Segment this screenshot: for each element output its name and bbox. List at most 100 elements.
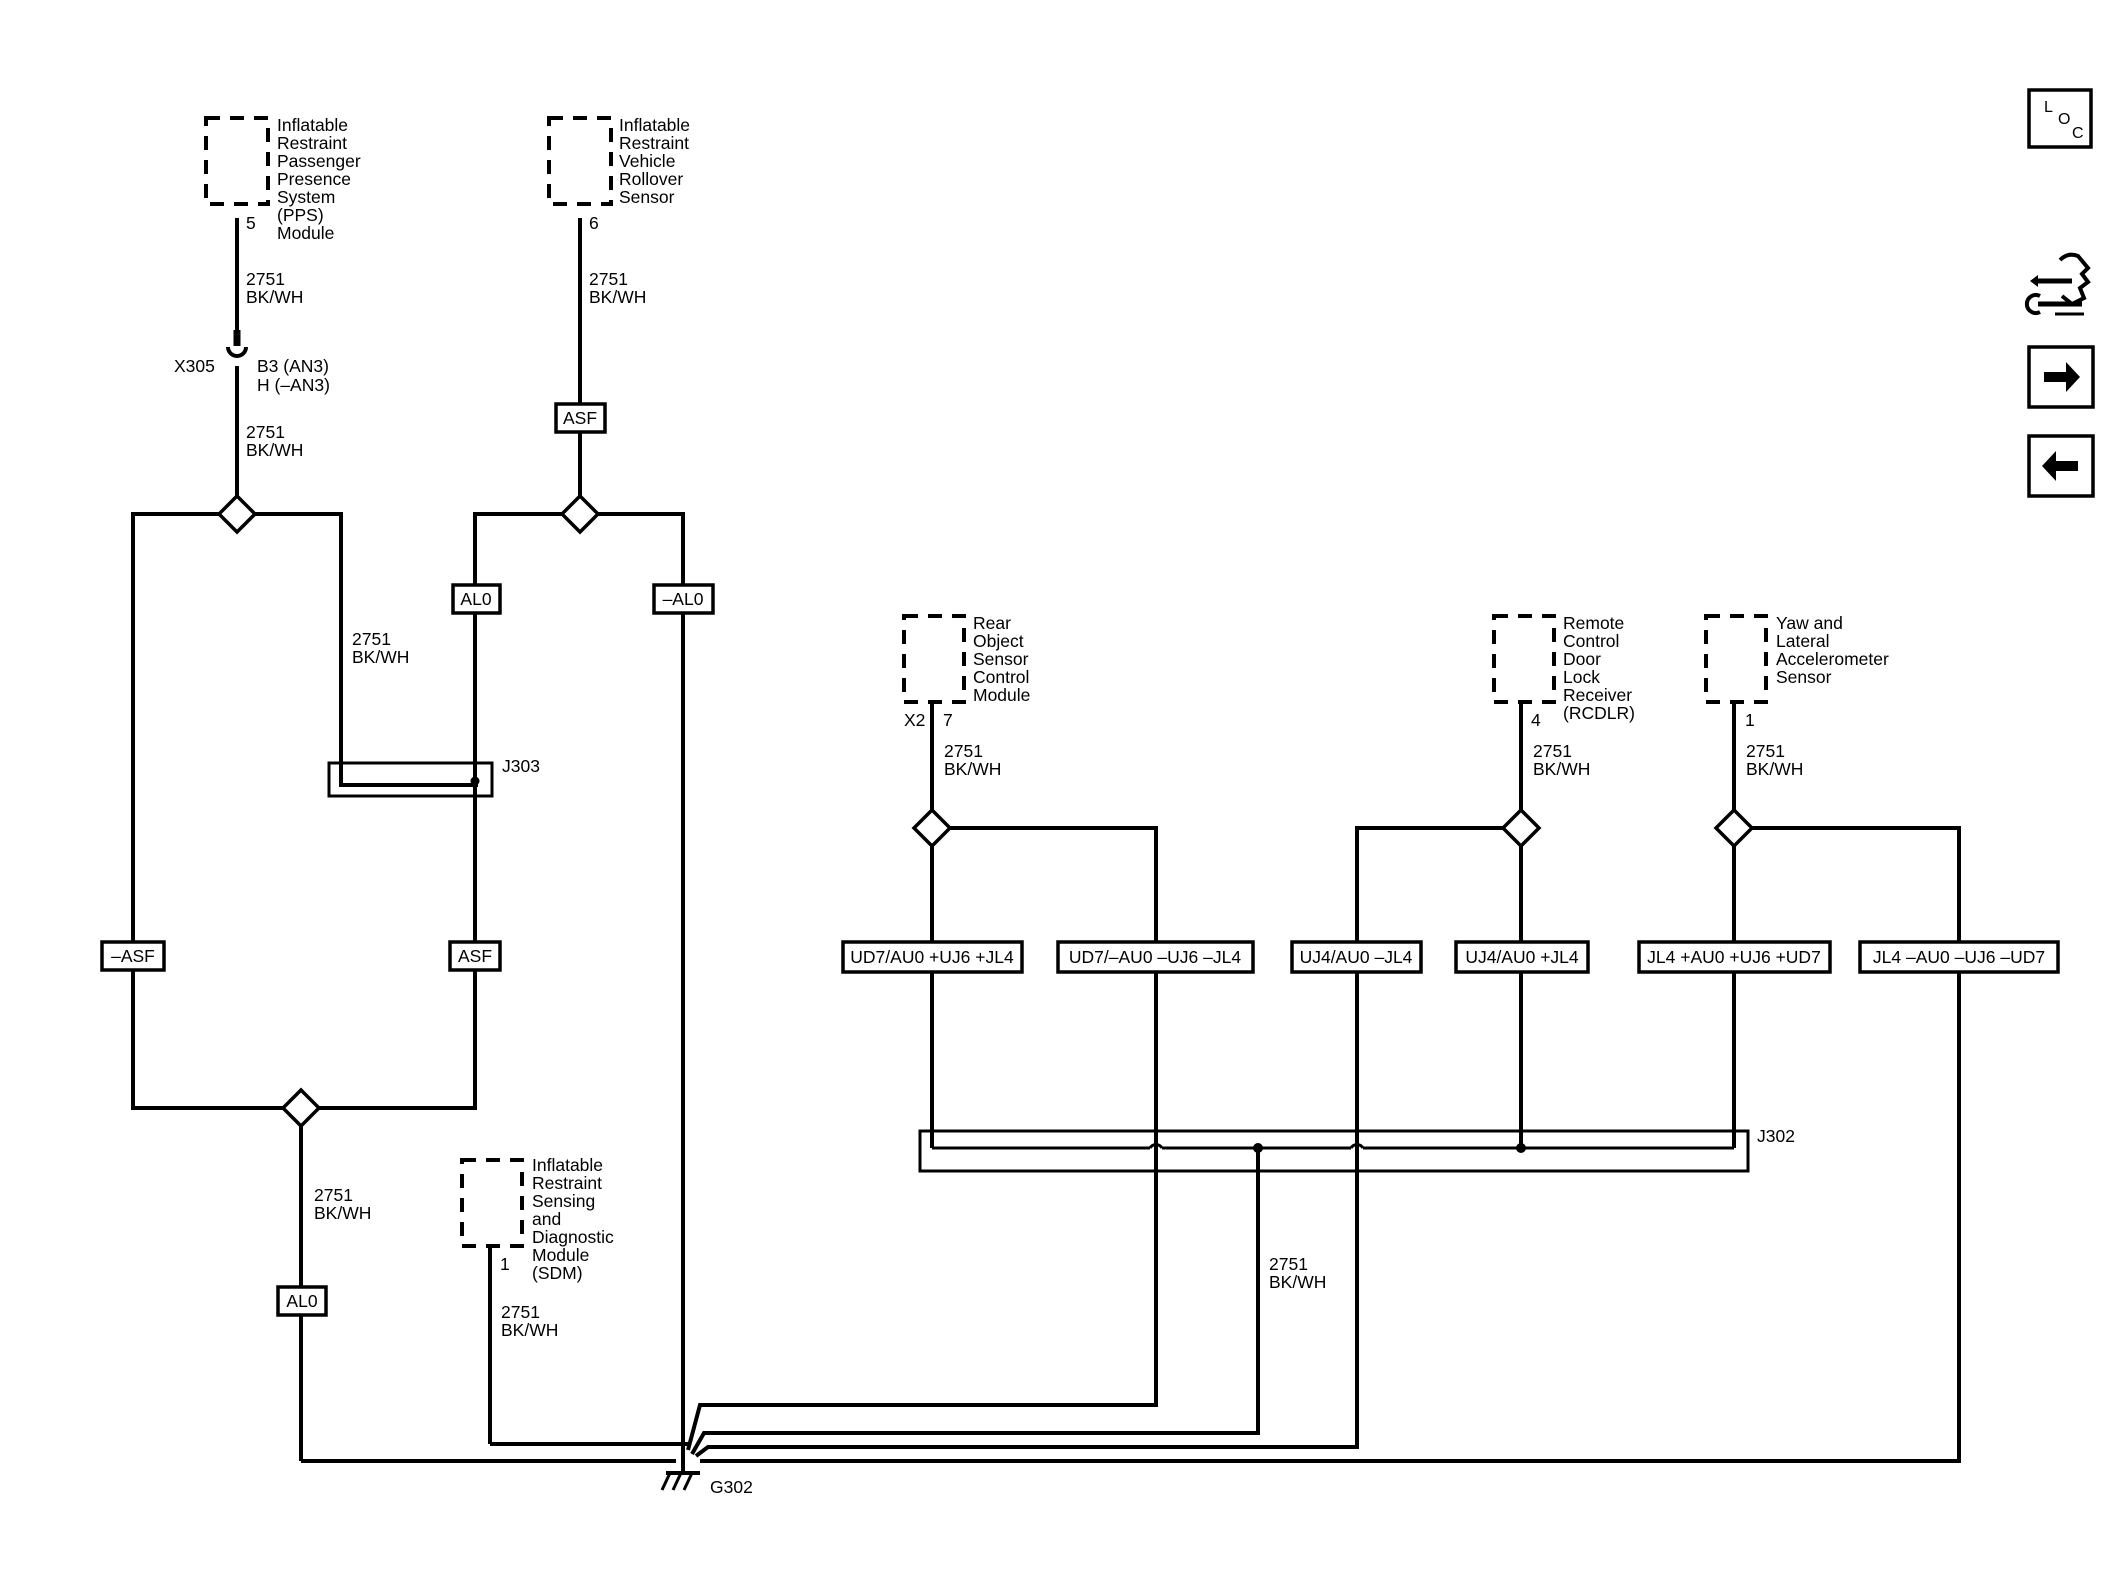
svg-text:Diagnostic: Diagnostic (532, 1227, 614, 1247)
wires (131, 218, 1961, 1470)
svg-text:BK/WH: BK/WH (246, 287, 303, 307)
svg-text:Rollover: Rollover (619, 169, 683, 189)
svg-text:2751: 2751 (246, 422, 285, 442)
svg-text:Inflatable: Inflatable (532, 1155, 603, 1175)
next-page-arrow-icon[interactable] (2027, 345, 2095, 409)
svg-text:Module: Module (973, 685, 1030, 705)
svg-text:(PPS): (PPS) (277, 205, 324, 225)
diamond-rear-object (911, 807, 953, 849)
option-ud7-neg-au0: UD7/–AU0 –UJ6 –JL4 (1069, 947, 1241, 967)
option-ud7-au0-uj6-jl4: UD7/AU0 +UJ6 +JL4 (850, 947, 1014, 967)
splice-j303-label: J303 (502, 756, 540, 776)
option-asf-top: ASF (563, 408, 597, 428)
svg-text:Lock: Lock (1563, 667, 1600, 687)
diamond-yaw (1713, 807, 1755, 849)
svg-text:BK/WH: BK/WH (1269, 1272, 1326, 1292)
svg-text:O: O (2058, 111, 2070, 128)
svg-text:BK/WH: BK/WH (246, 440, 303, 460)
svg-text:2751: 2751 (1533, 741, 1572, 761)
x305-pin-a: B3 (AN3) (257, 356, 329, 376)
svg-text:BK/WH: BK/WH (589, 287, 646, 307)
option-al0-right: –AL0 (663, 589, 704, 609)
option-al0-left: AL0 (460, 589, 491, 609)
splice-j302-label: J302 (1757, 1126, 1795, 1146)
svg-text:Lateral: Lateral (1776, 631, 1830, 651)
diamond-rollover (559, 493, 601, 535)
splice-j303: J303 (327, 756, 540, 798)
loc-icon[interactable]: L O C (2027, 88, 2093, 149)
svg-text:Module: Module (277, 223, 334, 243)
x305-pin-b: H (–AN3) (257, 375, 330, 395)
option-jl4-neg-au0: JL4 –AU0 –UJ6 –UD7 (1873, 947, 2045, 967)
svg-text:2751: 2751 (352, 629, 391, 649)
svg-text:Inflatable: Inflatable (277, 115, 348, 135)
svg-text:Control: Control (1563, 631, 1619, 651)
component-rollover-sensor: Inflatable Restraint Vehicle Rollover Se… (547, 115, 690, 233)
svg-text:Restraint: Restraint (619, 133, 689, 153)
option-jl4-au0-uj6-ud7: JL4 +AU0 +UJ6 +UD7 (1647, 947, 1821, 967)
option-uj4-au0-jl4: UJ4/AU0 +JL4 (1465, 947, 1579, 967)
svg-text:2751: 2751 (246, 269, 285, 289)
svg-text:(RCDLR): (RCDLR) (1563, 703, 1635, 723)
svg-text:Rear: Rear (973, 613, 1011, 633)
svg-text:Module: Module (532, 1245, 589, 1265)
svg-text:(SDM): (SDM) (532, 1263, 583, 1283)
svg-text:Door: Door (1563, 649, 1601, 669)
diamond-lower (280, 1087, 322, 1129)
rcdlr-pin: 4 (1531, 710, 1541, 730)
component-yaw-sensor: Yaw and Lateral Accelerometer Sensor 1 (1704, 613, 1889, 730)
component-view-icon[interactable] (2024, 252, 2091, 316)
splice-diamonds (216, 493, 1755, 1129)
x305-label: X305 (174, 356, 215, 376)
diamond-rcdlr (1500, 807, 1542, 849)
svg-text:Presence: Presence (277, 169, 351, 189)
svg-text:Restraint: Restraint (532, 1173, 602, 1193)
svg-text:BK/WH: BK/WH (1746, 759, 1803, 779)
diamond-pps (216, 493, 258, 535)
svg-text:BK/WH: BK/WH (501, 1320, 558, 1340)
svg-text:2751: 2751 (1746, 741, 1785, 761)
svg-text:Accelerometer: Accelerometer (1776, 649, 1889, 669)
component-sdm: Inflatable Restraint Sensing and Diagnos… (460, 1155, 614, 1283)
rollover-pin: 6 (589, 213, 599, 233)
option-asf-pos: ASF (458, 946, 492, 966)
inline-connector-x305: X305 B3 (AN3) H (–AN3) (174, 330, 330, 395)
yaw-pin: 1 (1745, 710, 1755, 730)
component-rcdlr: Remote Control Door Lock Receiver (RCDLR… (1492, 613, 1635, 730)
svg-text:Inflatable: Inflatable (619, 115, 690, 135)
svg-text:Yaw and: Yaw and (1776, 613, 1843, 633)
component-pps: Inflatable Restraint Passenger Presence … (204, 115, 361, 243)
svg-text:2751: 2751 (501, 1302, 540, 1322)
svg-text:BK/WH: BK/WH (944, 759, 1001, 779)
splice-j302: J302 (918, 1126, 1795, 1173)
svg-text:BK/WH: BK/WH (1533, 759, 1590, 779)
svg-text:Object: Object (973, 631, 1024, 651)
pps-pin: 5 (246, 213, 256, 233)
ground-g302: G302 (660, 1462, 753, 1497)
rear-object-pin: 7 (943, 710, 953, 730)
svg-text:Vehicle: Vehicle (619, 151, 675, 171)
svg-text:2751: 2751 (944, 741, 983, 761)
svg-text:BK/WH: BK/WH (314, 1203, 371, 1223)
svg-text:2751: 2751 (1269, 1254, 1308, 1274)
svg-text:System: System (277, 187, 335, 207)
svg-text:2751: 2751 (589, 269, 628, 289)
svg-text:Sensor: Sensor (1776, 667, 1832, 687)
option-asf-neg: –ASF (111, 946, 155, 966)
svg-text:Sensor: Sensor (619, 187, 675, 207)
ground-label: G302 (710, 1477, 753, 1497)
svg-text:Sensing: Sensing (532, 1191, 595, 1211)
option-boxes: ASF AL0 –AL0 –ASF ASF AL0 UD7/AU0 +UJ6 +… (100, 402, 2060, 1317)
rear-object-connector: X2 (904, 710, 925, 730)
svg-text:Passenger: Passenger (277, 151, 361, 171)
svg-text:Restraint: Restraint (277, 133, 347, 153)
svg-text:Receiver: Receiver (1563, 685, 1632, 705)
svg-text:2751: 2751 (314, 1185, 353, 1205)
svg-text:Control: Control (973, 667, 1029, 687)
previous-page-arrow-icon[interactable] (2027, 434, 2095, 498)
svg-text:Sensor: Sensor (973, 649, 1029, 669)
svg-text:Remote: Remote (1563, 613, 1624, 633)
option-al0-bottom: AL0 (286, 1291, 317, 1311)
